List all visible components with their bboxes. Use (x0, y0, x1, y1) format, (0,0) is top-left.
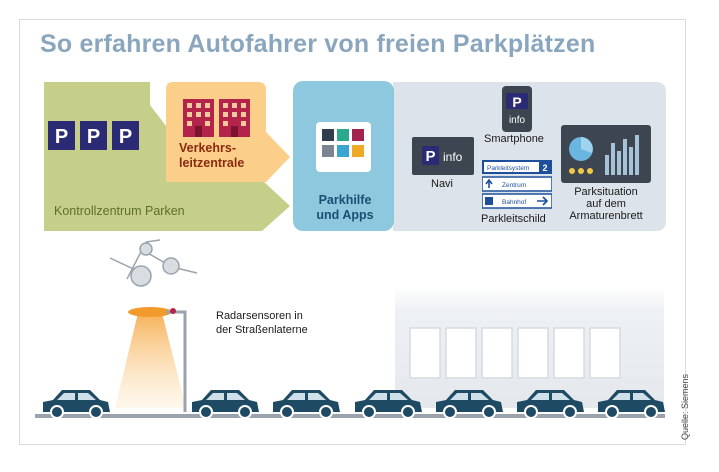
radar-label-line2: der Straßenlaterne (216, 323, 308, 337)
radar-label: Radarsensoren in der Straßenlaterne (216, 309, 308, 337)
lamp-head (128, 307, 172, 317)
radar-label-line1: Radarsensoren in (216, 309, 308, 323)
car-3 (273, 390, 340, 418)
lamp-light-cone (115, 313, 186, 408)
car-1 (43, 390, 110, 418)
radar-sensor-dot (170, 308, 176, 314)
car-2 (192, 390, 259, 418)
satellite-icon (110, 240, 197, 286)
source-credit: Quelle: Siemens (680, 374, 690, 440)
